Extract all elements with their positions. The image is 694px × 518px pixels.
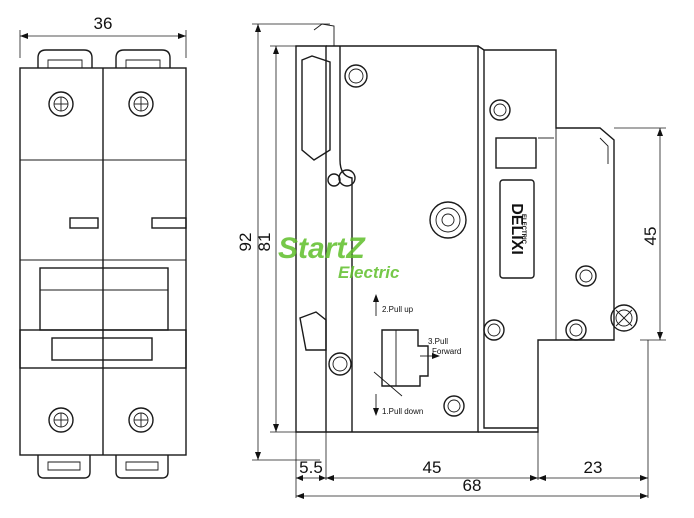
watermark-line2: Electric xyxy=(338,263,400,282)
dim-body-height: 81 xyxy=(255,233,274,252)
brand-name: DELIXI xyxy=(508,203,525,255)
watermark: StartZ Electric xyxy=(278,232,400,282)
dim-depth-top: 45 xyxy=(641,227,660,246)
instruction-pull-down: 1.Pull down xyxy=(382,407,423,416)
watermark-line1: StartZ xyxy=(278,232,366,265)
dim-overall-depth: 68 xyxy=(463,476,482,495)
pull-instructions: 2.Pull up 3.Pull Forward 1.Pull down xyxy=(373,294,461,416)
dim-front-width: 36 xyxy=(94,14,113,33)
brand-subtitle: ELECTRIC xyxy=(520,214,526,245)
dim-overall-height: 92 xyxy=(236,233,255,252)
side-view: 92 81 2.Pull up xyxy=(236,23,666,499)
front-view: 36 xyxy=(19,14,187,479)
dim-depth-right: 23 xyxy=(584,458,603,477)
dim-depth-main: 45 xyxy=(423,458,442,477)
dim-offset-left: 5.5 xyxy=(299,458,323,477)
instruction-pull-forward-1: 3.Pull xyxy=(428,337,448,346)
instruction-pull-up: 2.Pull up xyxy=(382,305,414,314)
instruction-pull-forward-2: Forward xyxy=(432,347,461,356)
